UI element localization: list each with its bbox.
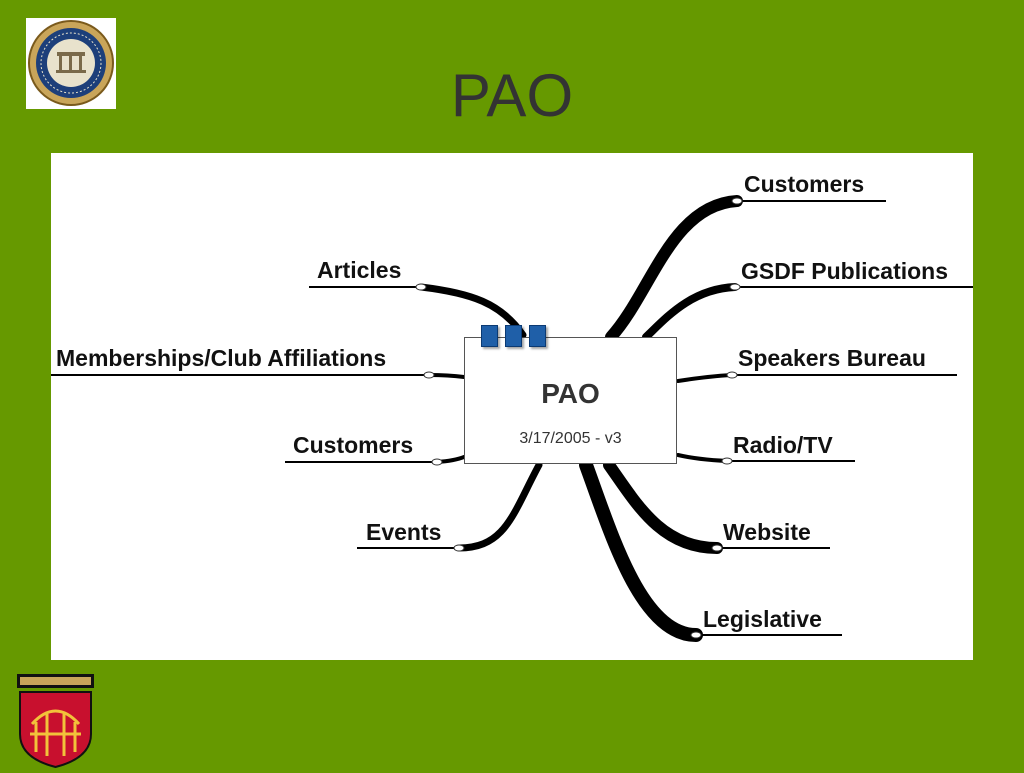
branch-connector-radio-tv <box>676 453 729 463</box>
branch-connector-legislative <box>579 458 703 642</box>
knob-website <box>711 544 723 552</box>
branch-label-customers-left: Customers <box>293 432 413 458</box>
state-seal-logo <box>26 18 116 109</box>
central-topic-title: PAO <box>541 378 600 409</box>
branch-connector-events <box>455 461 543 552</box>
knob-memberships <box>423 371 435 379</box>
central-topic-box[interactable]: PAO 3/17/2005 - v3 <box>464 337 677 464</box>
branch-label-speakers-bureau: Speakers Bureau <box>738 345 926 371</box>
topic-marker-icon <box>505 325 522 347</box>
branch-connector-gsdf-publications <box>642 283 739 341</box>
knob-events <box>453 544 465 552</box>
branch-label-radio-tv: Radio/TV <box>733 432 833 458</box>
branch-label-gsdf-publications: GSDF Publications <box>741 258 948 284</box>
branch-label-legislative: Legislative <box>703 606 822 632</box>
branch-connector-customers-right <box>605 195 743 343</box>
knob-articles <box>415 283 427 291</box>
branch-label-memberships: Memberships/Club Affiliations <box>56 345 386 371</box>
knob-radio-tv <box>721 457 733 465</box>
knob-customers-right <box>731 197 743 205</box>
branch-connector-website <box>603 459 723 554</box>
central-topic-date-version: 3/17/2005 - v3 <box>519 430 622 447</box>
branch-label-articles: Articles <box>317 257 401 283</box>
topic-marker-icon <box>529 325 546 347</box>
branch-label-customers-right: Customers <box>744 171 864 197</box>
branch-label-website: Website <box>723 519 811 545</box>
mind-map-panel: Articles Memberships/Club Affiliations C… <box>51 153 973 660</box>
branch-label-events: Events <box>366 519 441 545</box>
unit-shield-logo <box>16 674 95 769</box>
branch-connector-speakers-bureau <box>676 373 734 383</box>
topic-marker-icon <box>481 325 498 347</box>
knob-gsdf-publications <box>729 283 741 291</box>
knob-legislative <box>690 631 702 639</box>
knob-customers-left <box>431 458 443 466</box>
knob-speakers-bureau <box>726 371 738 379</box>
slide-title: PAO <box>450 62 574 129</box>
